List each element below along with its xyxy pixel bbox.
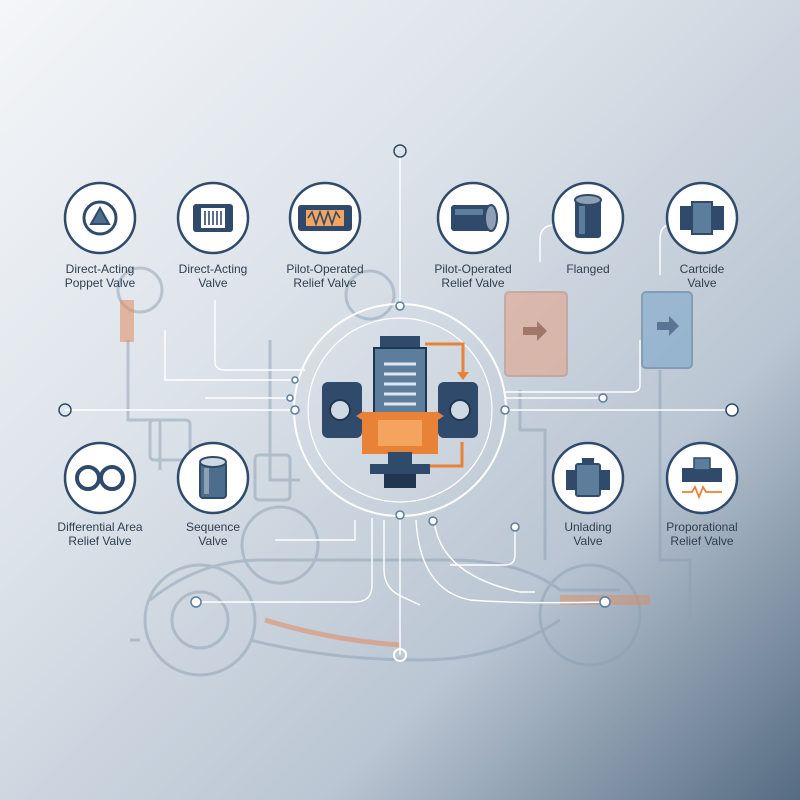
flange-ghost-icon [170,590,230,650]
background-machinery [116,266,692,677]
arrow-ghost-icon [657,316,679,336]
connection-nodes [58,144,739,662]
proportional-valve-icon [665,441,739,515]
cylinder-relief-icon [436,181,510,255]
spool-valve-icon [176,181,250,255]
flange-ghost-icon [240,505,320,585]
pipe-ghost [249,618,561,662]
central-relief-valve-icon [322,336,478,488]
flow-line-ghost [264,617,401,648]
label-direct-acting: Direct-Acting Valve [178,262,248,290]
gear-ghost-icon [116,266,164,314]
gear-ghost-icon [344,269,396,321]
label-direct-acting-poppet: Direct-Acting Poppet Valve [64,262,136,290]
flanged-valve-icon [551,181,625,255]
label-unloading: Unlading Valve [564,520,612,548]
double-ring-icon [63,441,137,515]
label-pilot-operated-spring: Pilot-Operated Relief Valve [286,262,364,290]
pipe-ghost [126,340,162,470]
pipe-ghost [149,558,620,602]
pipe-fitting-ghost [253,453,292,502]
flange-ghost-icon [538,563,642,667]
valve-icons [63,181,739,515]
unloading-valve-icon [551,441,625,515]
arrow-ghost-icon [523,321,547,341]
poppet-triangle-icon [63,181,137,255]
spring-relief-icon [288,181,362,255]
tank-ghost [120,300,134,342]
pipe-fitting-ghost [148,418,192,462]
label-cartridge: Cartcide Valve [679,262,725,290]
cartridge-valve-icon [665,181,739,255]
connection-lines [65,158,732,655]
flange-ghost-icon [143,563,257,677]
label-pilot-operated-cylinder: Pilot-Operated Relief Valve [434,262,512,290]
label-differential-area: Differential Area Relief Valve [57,520,143,548]
label-proportional: Proporational Relief Valve [666,520,738,548]
label-sequence: Sequence Valve [185,520,241,548]
sequence-cylinder-icon [176,441,250,515]
label-flanged: Flanged [566,262,610,276]
pipe-ghost [658,370,692,620]
